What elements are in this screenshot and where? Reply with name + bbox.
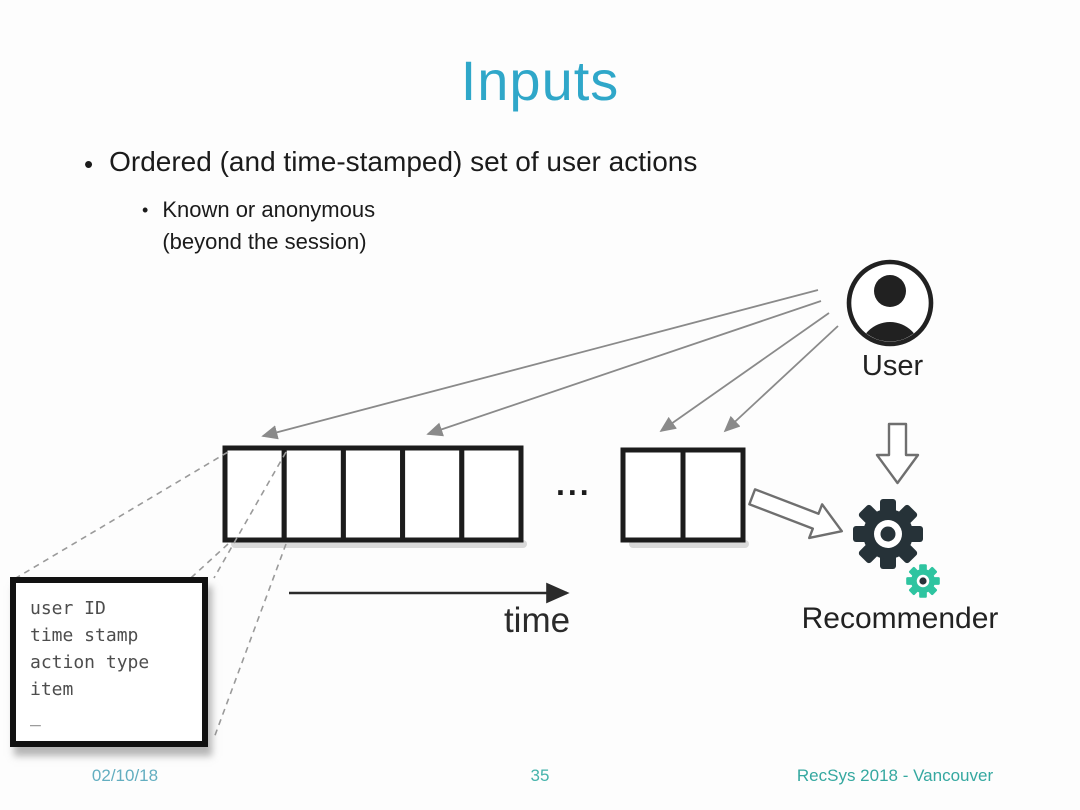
session-cell bbox=[680, 447, 746, 543]
record-line: item bbox=[30, 679, 74, 700]
recommender-gear-icon bbox=[853, 499, 923, 569]
record-line: user ID bbox=[30, 598, 106, 619]
ellipsis-dots: ... bbox=[556, 466, 592, 502]
footer-conference: RecSys 2018 - Vancouver bbox=[796, 766, 994, 785]
session-cell bbox=[459, 445, 524, 543]
fan-arrow-4 bbox=[723, 325, 839, 433]
user-action-arrows bbox=[261, 289, 839, 440]
user-label: User bbox=[861, 350, 924, 382]
session-box-group-b bbox=[620, 447, 746, 543]
block-arrow-right-icon bbox=[748, 488, 844, 540]
bullet-item-sub: • Known or anonymous (beyond the session… bbox=[142, 194, 375, 258]
sub-bullet-glyph: • bbox=[142, 200, 149, 220]
bullet-glyph: • bbox=[84, 149, 94, 179]
callout-line bbox=[213, 543, 287, 739]
footer-date: 02/10/18 bbox=[91, 766, 159, 785]
record-detail-box: user ID time stamp action type item _ bbox=[10, 577, 208, 747]
bullet-text: Ordered (and time-stamped) set of user a… bbox=[109, 146, 698, 177]
small-gear-icon bbox=[906, 564, 940, 598]
user-icon bbox=[846, 259, 934, 347]
session-cell bbox=[620, 447, 686, 543]
fan-arrow-1 bbox=[261, 289, 819, 440]
slide-title: Inputs bbox=[460, 49, 620, 112]
callout-line bbox=[213, 451, 287, 579]
time-label: time bbox=[503, 601, 571, 640]
sub-bullet-line-1: Known or anonymous bbox=[162, 197, 376, 222]
callout-line bbox=[15, 451, 229, 579]
record-line: _ bbox=[30, 706, 41, 727]
recommender-label: Recommender bbox=[801, 602, 999, 635]
session-box-group-a bbox=[222, 445, 524, 543]
fan-arrow-2 bbox=[426, 300, 822, 437]
session-cell bbox=[281, 445, 346, 543]
fan-arrow-3 bbox=[659, 312, 830, 433]
footer-page-number: 35 bbox=[530, 766, 550, 785]
record-line: time stamp bbox=[30, 625, 139, 646]
session-cell bbox=[400, 445, 465, 543]
sub-bullet-text: Known or anonymous (beyond the session) bbox=[162, 194, 375, 258]
block-arrow-down-icon bbox=[875, 422, 920, 485]
record-line: action type bbox=[30, 652, 150, 673]
bullet-item-main: • Ordered (and time-stamped) set of user… bbox=[84, 146, 697, 182]
session-cell bbox=[340, 445, 406, 543]
sub-bullet-line-2: (beyond the session) bbox=[162, 229, 367, 254]
session-cell bbox=[222, 445, 287, 543]
